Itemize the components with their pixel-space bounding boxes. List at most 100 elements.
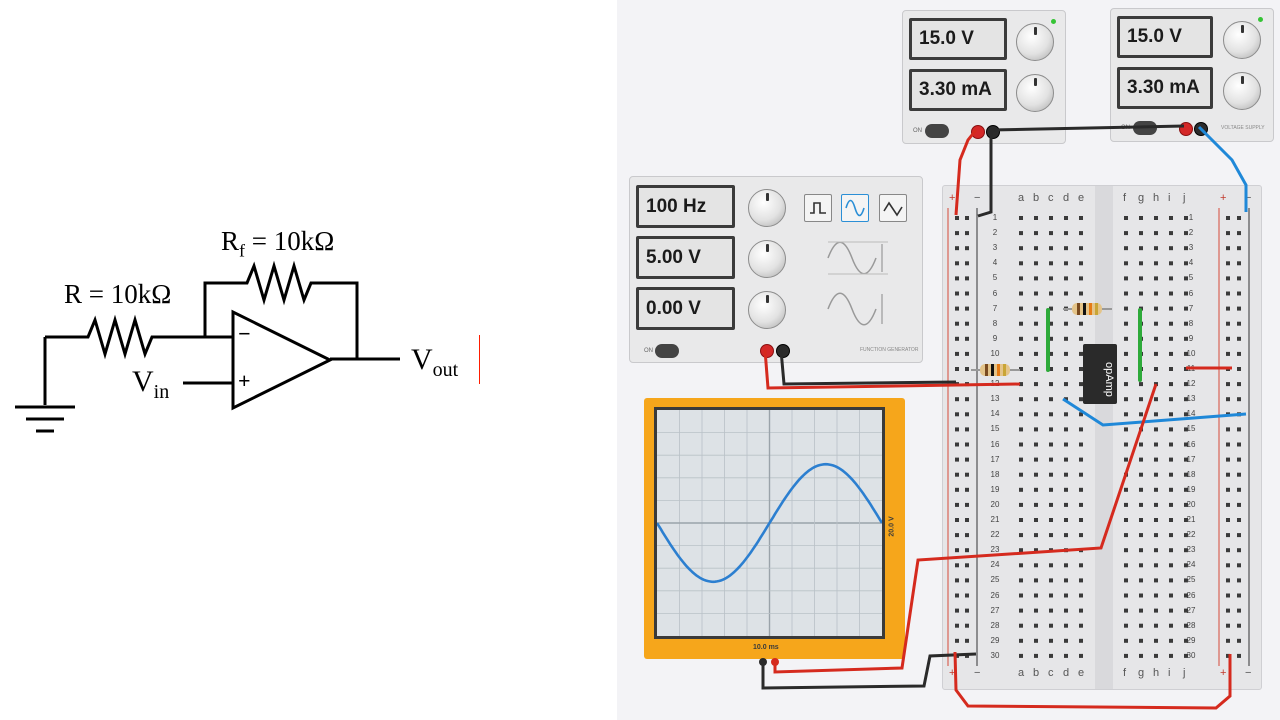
ps1-current-knob[interactable] xyxy=(1016,74,1054,112)
breadboard-hole[interactable] xyxy=(1034,216,1038,220)
breadboard-hole[interactable] xyxy=(1154,291,1158,296)
breadboard-hole[interactable] xyxy=(1139,638,1143,643)
breadboard-hole[interactable] xyxy=(1034,563,1038,568)
rail-hole[interactable] xyxy=(965,427,969,432)
breadboard-hole[interactable] xyxy=(1154,231,1158,236)
breadboard-hole[interactable] xyxy=(1019,487,1023,492)
breadboard-hole[interactable] xyxy=(1184,638,1188,643)
power-supply-2[interactable]: 15.0 V 3.30 mA ON VOLTAGE SUPPLY xyxy=(1110,8,1274,142)
breadboard-hole[interactable] xyxy=(1169,623,1173,628)
breadboard-hole[interactable] xyxy=(1184,306,1188,311)
rail-hole[interactable] xyxy=(1226,216,1230,220)
breadboard-hole[interactable] xyxy=(1079,412,1083,417)
rail-hole[interactable] xyxy=(965,321,969,326)
rail-hole[interactable] xyxy=(965,216,969,220)
breadboard-hole[interactable] xyxy=(1034,578,1038,583)
breadboard-hole[interactable] xyxy=(1064,457,1068,462)
breadboard-hole[interactable] xyxy=(1154,276,1158,281)
breadboard-hole[interactable] xyxy=(1049,518,1053,522)
breadboard-hole[interactable] xyxy=(1169,518,1173,522)
fg-positive-terminal[interactable] xyxy=(760,344,774,358)
breadboard-hole[interactable] xyxy=(1079,502,1083,507)
breadboard-hole[interactable] xyxy=(1169,487,1173,492)
breadboard-hole[interactable] xyxy=(1034,412,1038,417)
rail-hole[interactable] xyxy=(955,231,959,236)
rail-hole[interactable] xyxy=(955,442,959,447)
breadboard-hole[interactable] xyxy=(1034,246,1038,251)
rail-hole[interactable] xyxy=(955,427,959,432)
power-supply-1[interactable]: 15.0 V 3.30 mA ON xyxy=(902,10,1066,144)
breadboard-hole[interactable] xyxy=(1139,427,1143,432)
breadboard-hole[interactable] xyxy=(1049,276,1053,281)
rail-hole[interactable] xyxy=(955,653,959,658)
breadboard-hole[interactable] xyxy=(1034,472,1038,477)
rail-hole[interactable] xyxy=(955,306,959,311)
breadboard-hole[interactable] xyxy=(1049,578,1053,583)
rail-hole[interactable] xyxy=(1237,231,1241,236)
breadboard-hole[interactable] xyxy=(1034,608,1038,613)
breadboard-hole[interactable] xyxy=(1064,472,1068,477)
breadboard-hole[interactable] xyxy=(1184,246,1188,251)
rail-hole[interactable] xyxy=(1237,457,1241,462)
breadboard-hole[interactable] xyxy=(1124,427,1128,432)
breadboard-hole[interactable] xyxy=(1064,563,1068,568)
rail-hole[interactable] xyxy=(955,518,959,522)
breadboard-hole[interactable] xyxy=(1079,623,1083,628)
breadboard-hole[interactable] xyxy=(1034,623,1038,628)
breadboard-hole[interactable] xyxy=(1169,563,1173,568)
rail-hole[interactable] xyxy=(1226,291,1230,296)
breadboard-hole[interactable] xyxy=(1139,472,1143,477)
breadboard-hole[interactable] xyxy=(1064,261,1068,266)
breadboard-hole[interactable] xyxy=(1139,502,1143,507)
rail-hole[interactable] xyxy=(1237,306,1241,311)
breadboard-hole[interactable] xyxy=(1139,518,1143,522)
breadboard-hole[interactable] xyxy=(1034,502,1038,507)
rail-hole[interactable] xyxy=(965,291,969,296)
breadboard-hole[interactable] xyxy=(1019,367,1023,371)
breadboard-hole[interactable] xyxy=(1169,442,1173,447)
breadboard-hole[interactable] xyxy=(1184,593,1188,598)
breadboard-hole[interactable] xyxy=(1019,442,1023,447)
breadboard-hole[interactable] xyxy=(1154,548,1158,553)
rail-hole[interactable] xyxy=(1226,563,1230,568)
breadboard-hole[interactable] xyxy=(1139,261,1143,266)
breadboard-hole[interactable] xyxy=(1169,276,1173,281)
fg-offset-knob[interactable] xyxy=(748,291,786,329)
breadboard-hole[interactable] xyxy=(1049,653,1053,658)
breadboard-hole[interactable] xyxy=(1034,593,1038,598)
rail-hole[interactable] xyxy=(1237,412,1241,417)
breadboard-hole[interactable] xyxy=(1184,231,1188,236)
breadboard-hole[interactable] xyxy=(1169,261,1173,266)
breadboard-hole[interactable] xyxy=(1124,623,1128,628)
rail-hole[interactable] xyxy=(1237,382,1241,387)
ps1-negative-terminal[interactable] xyxy=(986,125,1000,139)
breadboard-hole[interactable] xyxy=(1019,563,1023,568)
breadboard-hole[interactable] xyxy=(1169,291,1173,296)
breadboard-hole[interactable] xyxy=(1079,653,1083,658)
breadboard-hole[interactable] xyxy=(1139,578,1143,583)
breadboard-hole[interactable] xyxy=(1079,638,1083,643)
rail-hole[interactable] xyxy=(1226,412,1230,417)
breadboard-hole[interactable] xyxy=(1079,367,1083,371)
fg-triangle-wave-button[interactable] xyxy=(879,194,907,222)
breadboard-hole[interactable] xyxy=(1019,427,1023,432)
rail-hole[interactable] xyxy=(955,638,959,643)
breadboard-hole[interactable] xyxy=(1169,593,1173,598)
breadboard-hole[interactable] xyxy=(1049,472,1053,477)
breadboard-hole[interactable] xyxy=(1079,336,1083,341)
oscilloscope[interactable]: 10.0 ms 20.0 V xyxy=(644,398,905,659)
breadboard-hole[interactable] xyxy=(1034,336,1038,341)
breadboard-hole[interactable] xyxy=(1019,548,1023,553)
breadboard-hole[interactable] xyxy=(1064,518,1068,522)
rail-hole[interactable] xyxy=(955,321,959,326)
ps2-current-knob[interactable] xyxy=(1223,72,1261,110)
breadboard-hole[interactable] xyxy=(1034,427,1038,432)
rail-hole[interactable] xyxy=(1226,487,1230,492)
rail-hole[interactable] xyxy=(1226,593,1230,598)
rail-hole[interactable] xyxy=(1226,397,1230,402)
breadboard-hole[interactable] xyxy=(1079,276,1083,281)
breadboard-hole[interactable] xyxy=(1019,472,1023,477)
breadboard-hole[interactable] xyxy=(1139,533,1143,538)
breadboard-hole[interactable] xyxy=(1049,502,1053,507)
rail-hole[interactable] xyxy=(1237,608,1241,613)
